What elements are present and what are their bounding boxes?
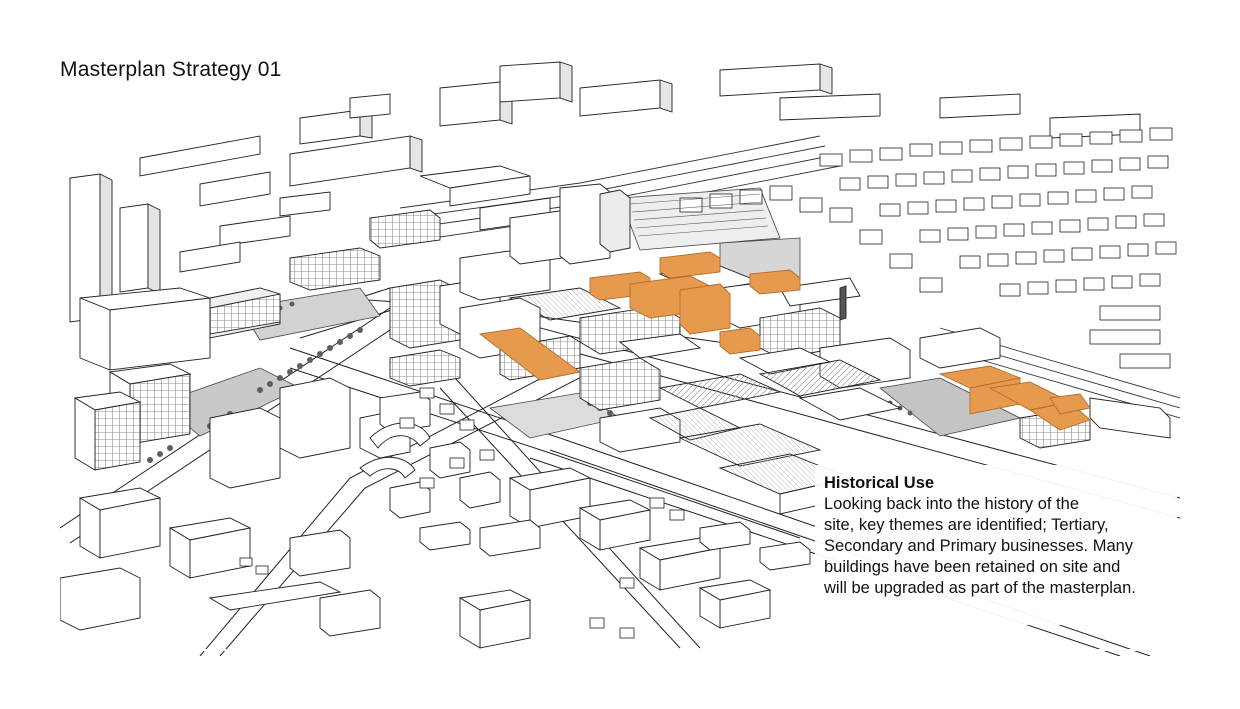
caption-line: will be upgraded as part of the masterpl… [824,579,1136,597]
caption-line: buildings have been retained on site and [824,558,1121,576]
historical-use-caption: Historical Use Looking back into the his… [815,465,1177,625]
caption-line: Secondary and Primary businesses. Many [824,537,1134,555]
caption-line: site, key themes are identified; Tertiar… [824,516,1109,534]
site-buildings [389,183,1171,515]
page-title: Masterplan Strategy 01 [60,58,282,81]
foreground-buildings [60,391,811,649]
residential-blocks [679,127,1177,369]
caption-line: Looking back into the history of the [824,495,1079,513]
parking-lot [629,193,769,237]
left-towers [69,173,441,489]
small-blocks [239,387,685,639]
caption-title: Historical Use [824,474,935,492]
historic-buildings-highlight [478,251,1091,431]
caption-body: Looking back into the history of the sit… [824,494,1171,599]
